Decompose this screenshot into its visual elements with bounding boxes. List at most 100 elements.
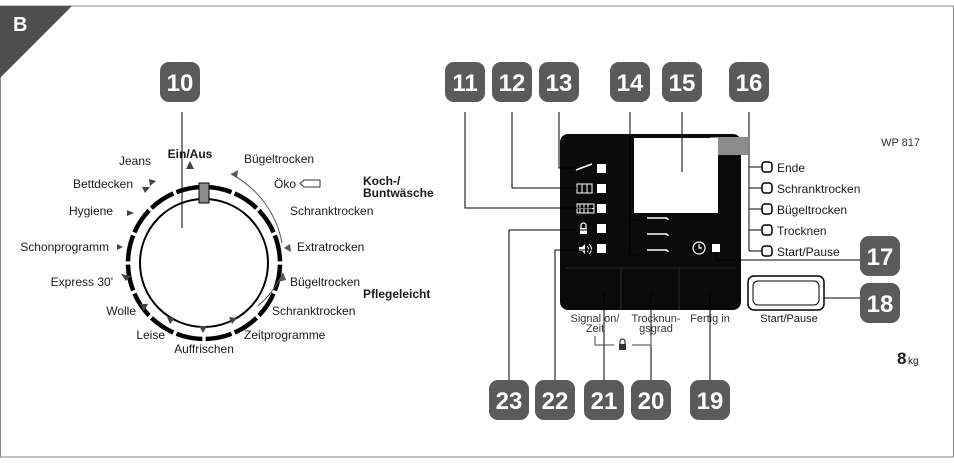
label-ein-aus: Ein/Aus bbox=[168, 147, 213, 161]
status-buegeltrocken: Bügeltrocken bbox=[761, 203, 847, 217]
callout-13-badge bbox=[539, 62, 579, 102]
arc-koch bbox=[230, 173, 283, 244]
svg-text:Bügeltrocken: Bügeltrocken bbox=[777, 203, 847, 217]
slash-icon bbox=[575, 163, 593, 171]
label-oeko: Öko bbox=[274, 177, 296, 191]
dial-ring-segment bbox=[149, 316, 175, 335]
led-17 bbox=[712, 244, 720, 252]
callout-20-badge bbox=[631, 380, 671, 420]
dial-ring-segment bbox=[132, 208, 151, 234]
label-wolle: Wolle bbox=[106, 304, 136, 318]
speaker-icon bbox=[579, 243, 592, 255]
dial-ring-segment bbox=[257, 208, 276, 234]
dryness-label-2: gsgrad bbox=[639, 323, 673, 335]
label-schonprogramm: Schonprogramm bbox=[20, 240, 109, 254]
leader-17 bbox=[715, 252, 860, 261]
leader-12 bbox=[511, 112, 577, 189]
label-pflegeleicht: Pflegeleicht bbox=[363, 287, 430, 301]
dial-knob bbox=[139, 198, 269, 328]
dial-ring-segment bbox=[125, 234, 136, 262]
signal-label-2: Zeit bbox=[586, 323, 604, 335]
combo-lock-icon bbox=[619, 338, 626, 350]
dial-ring-segment bbox=[125, 264, 136, 292]
callout-18: 18 bbox=[867, 291, 894, 318]
capacity-unit: kg bbox=[908, 356, 919, 367]
callout-22-badge bbox=[535, 380, 575, 420]
callout-12-badge bbox=[492, 62, 532, 102]
status-schranktrocken: Schranktrocken bbox=[761, 182, 860, 196]
label-buegeltrocken-2: Bügeltrocken bbox=[290, 275, 360, 289]
dial-indicator bbox=[198, 182, 210, 204]
label-buntwaesche: Buntwäsche bbox=[363, 186, 434, 200]
callout-20: 20 bbox=[638, 388, 665, 415]
label-jeans: Jeans bbox=[119, 154, 151, 168]
label-auffrischen: Auffrischen bbox=[174, 342, 234, 356]
callout-15: 15 bbox=[669, 70, 696, 97]
arrow-extratrocken bbox=[284, 244, 291, 252]
clock-icon bbox=[692, 241, 706, 255]
status-trocknen: Trocknen bbox=[761, 224, 827, 238]
label-leise: Leise bbox=[136, 328, 165, 342]
arrow-hygiene bbox=[127, 210, 134, 216]
led-22 bbox=[597, 244, 606, 253]
label-zeitprogramme: Zeitprogramme bbox=[244, 328, 326, 342]
led-12 bbox=[597, 184, 606, 193]
label-express: Express 30' bbox=[51, 275, 113, 289]
callout-14: 14 bbox=[617, 70, 644, 97]
group-labels: Koch-/ Buntwäsche Pflegeleicht bbox=[363, 174, 434, 301]
panel-leds bbox=[597, 164, 720, 253]
section-letter: B bbox=[13, 14, 27, 36]
dial-ring bbox=[125, 184, 283, 342]
arrow-bettdecken bbox=[142, 187, 150, 193]
model-label: WP 817 bbox=[881, 137, 920, 149]
status-ende: Ende bbox=[761, 161, 805, 175]
callout-14-badge bbox=[610, 62, 650, 102]
arrow-express bbox=[121, 274, 131, 281]
dial-ring-segment bbox=[205, 331, 233, 342]
dial-ring-segment bbox=[149, 191, 175, 210]
section-tab bbox=[0, 6, 72, 78]
label-schranktrocken-1: Schranktrocken bbox=[290, 204, 373, 218]
leader-lines bbox=[464, 112, 860, 380]
leader-13 bbox=[558, 112, 577, 169]
arrow-zeitprogramme bbox=[229, 317, 237, 324]
dial-ring-segment bbox=[257, 292, 276, 318]
arrow-ein-aus bbox=[186, 161, 194, 169]
dial-arrows bbox=[117, 161, 291, 333]
callout-17-badge bbox=[860, 236, 900, 276]
arrow-pflege bbox=[278, 272, 286, 282]
svg-text:Ende: Ende bbox=[777, 161, 805, 175]
display-screen bbox=[634, 138, 718, 213]
callout-23-badge bbox=[489, 380, 529, 420]
callout-12: 12 bbox=[499, 70, 526, 97]
callout-11-badge bbox=[445, 62, 485, 102]
label-hygiene: Hygiene bbox=[69, 204, 113, 218]
callout-16: 16 bbox=[736, 70, 763, 97]
callout-10: 10 bbox=[167, 70, 194, 97]
dial-labels: Ein/Aus Jeans Bettdecken Hygiene Schonpr… bbox=[20, 147, 373, 356]
capacity-value: 8 bbox=[897, 349, 906, 368]
panel-button-labels: Signal on/ Zeit Trocknun- gsgrad Fertig … bbox=[571, 313, 730, 335]
callout-11: 11 bbox=[452, 70, 477, 97]
label-schranktrocken-2: Schranktrocken bbox=[272, 304, 355, 318]
lock-combo-bracket bbox=[594, 336, 652, 346]
dial-ring-segment bbox=[233, 191, 259, 210]
dial-ring-segment bbox=[175, 184, 203, 195]
start-pause-button[interactable] bbox=[752, 280, 820, 306]
label-buegeltrocken-1: Bügeltrocken bbox=[244, 152, 314, 166]
led-13 bbox=[597, 164, 606, 173]
callout-21-badge bbox=[584, 380, 624, 420]
timer-grid-icon bbox=[576, 183, 593, 194]
callout-22: 22 bbox=[542, 388, 569, 415]
led-11 bbox=[597, 204, 606, 213]
callout-23: 23 bbox=[496, 388, 523, 415]
callout-17: 17 bbox=[867, 244, 894, 271]
dial-ring-segment bbox=[205, 184, 233, 195]
callout-21: 21 bbox=[591, 388, 618, 415]
callout-19: 19 bbox=[697, 388, 724, 415]
label-extratrocken: Extratrocken bbox=[297, 240, 364, 254]
leader-11 bbox=[464, 112, 592, 209]
